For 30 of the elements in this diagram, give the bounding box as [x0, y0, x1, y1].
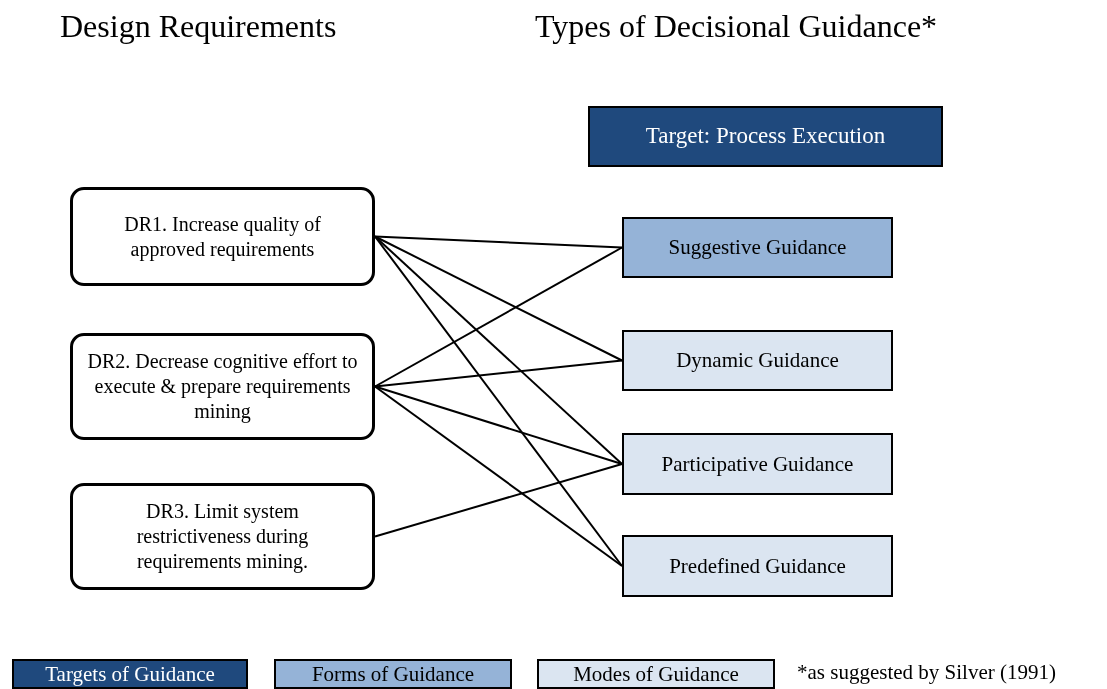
connector-line: [374, 235, 623, 249]
guidance-box: [622, 433, 893, 495]
guidance-box: [588, 106, 943, 167]
guidance-box: [622, 535, 893, 597]
node-text: DR1. Increase quality of approved requirements: [123, 211, 322, 262]
connector-line: [374, 235, 623, 362]
node-text: Participative Guidance: [661, 450, 854, 478]
node-text: Target: Process Execution: [645, 122, 886, 151]
requirement-box: [70, 483, 375, 590]
node-text: DR3. Limit system restrictiveness during requirements mining.: [135, 499, 310, 574]
guidance-box: [622, 330, 893, 391]
heading: Types of Decisional Guidance*: [535, 8, 938, 45]
connector-line: [374, 235, 623, 465]
connector-line: [374, 246, 623, 388]
node-text: Predefined Guidance: [669, 552, 846, 580]
connector-line: [374, 385, 623, 567]
requirement-box: [70, 187, 375, 286]
connector-line: [374, 359, 623, 388]
requirement-box: [70, 333, 375, 440]
heading: Design Requirements: [60, 8, 337, 45]
footnote: *as suggested by Silver (1991): [797, 660, 1056, 685]
legend-key: Targets of Guidance: [12, 659, 248, 689]
node-text: DR2. Decrease cognitive effort to execute & prepare requirements mining: [87, 349, 358, 424]
node-text: Suggestive Guidance: [668, 234, 847, 261]
connector-line: [374, 385, 623, 465]
guidance-box: [622, 217, 893, 278]
node-text: Dynamic Guidance: [676, 347, 839, 374]
connector-line: [374, 463, 623, 538]
legend-key: Forms of Guidance: [274, 659, 512, 689]
legend-key: Modes of Guidance: [537, 659, 775, 689]
